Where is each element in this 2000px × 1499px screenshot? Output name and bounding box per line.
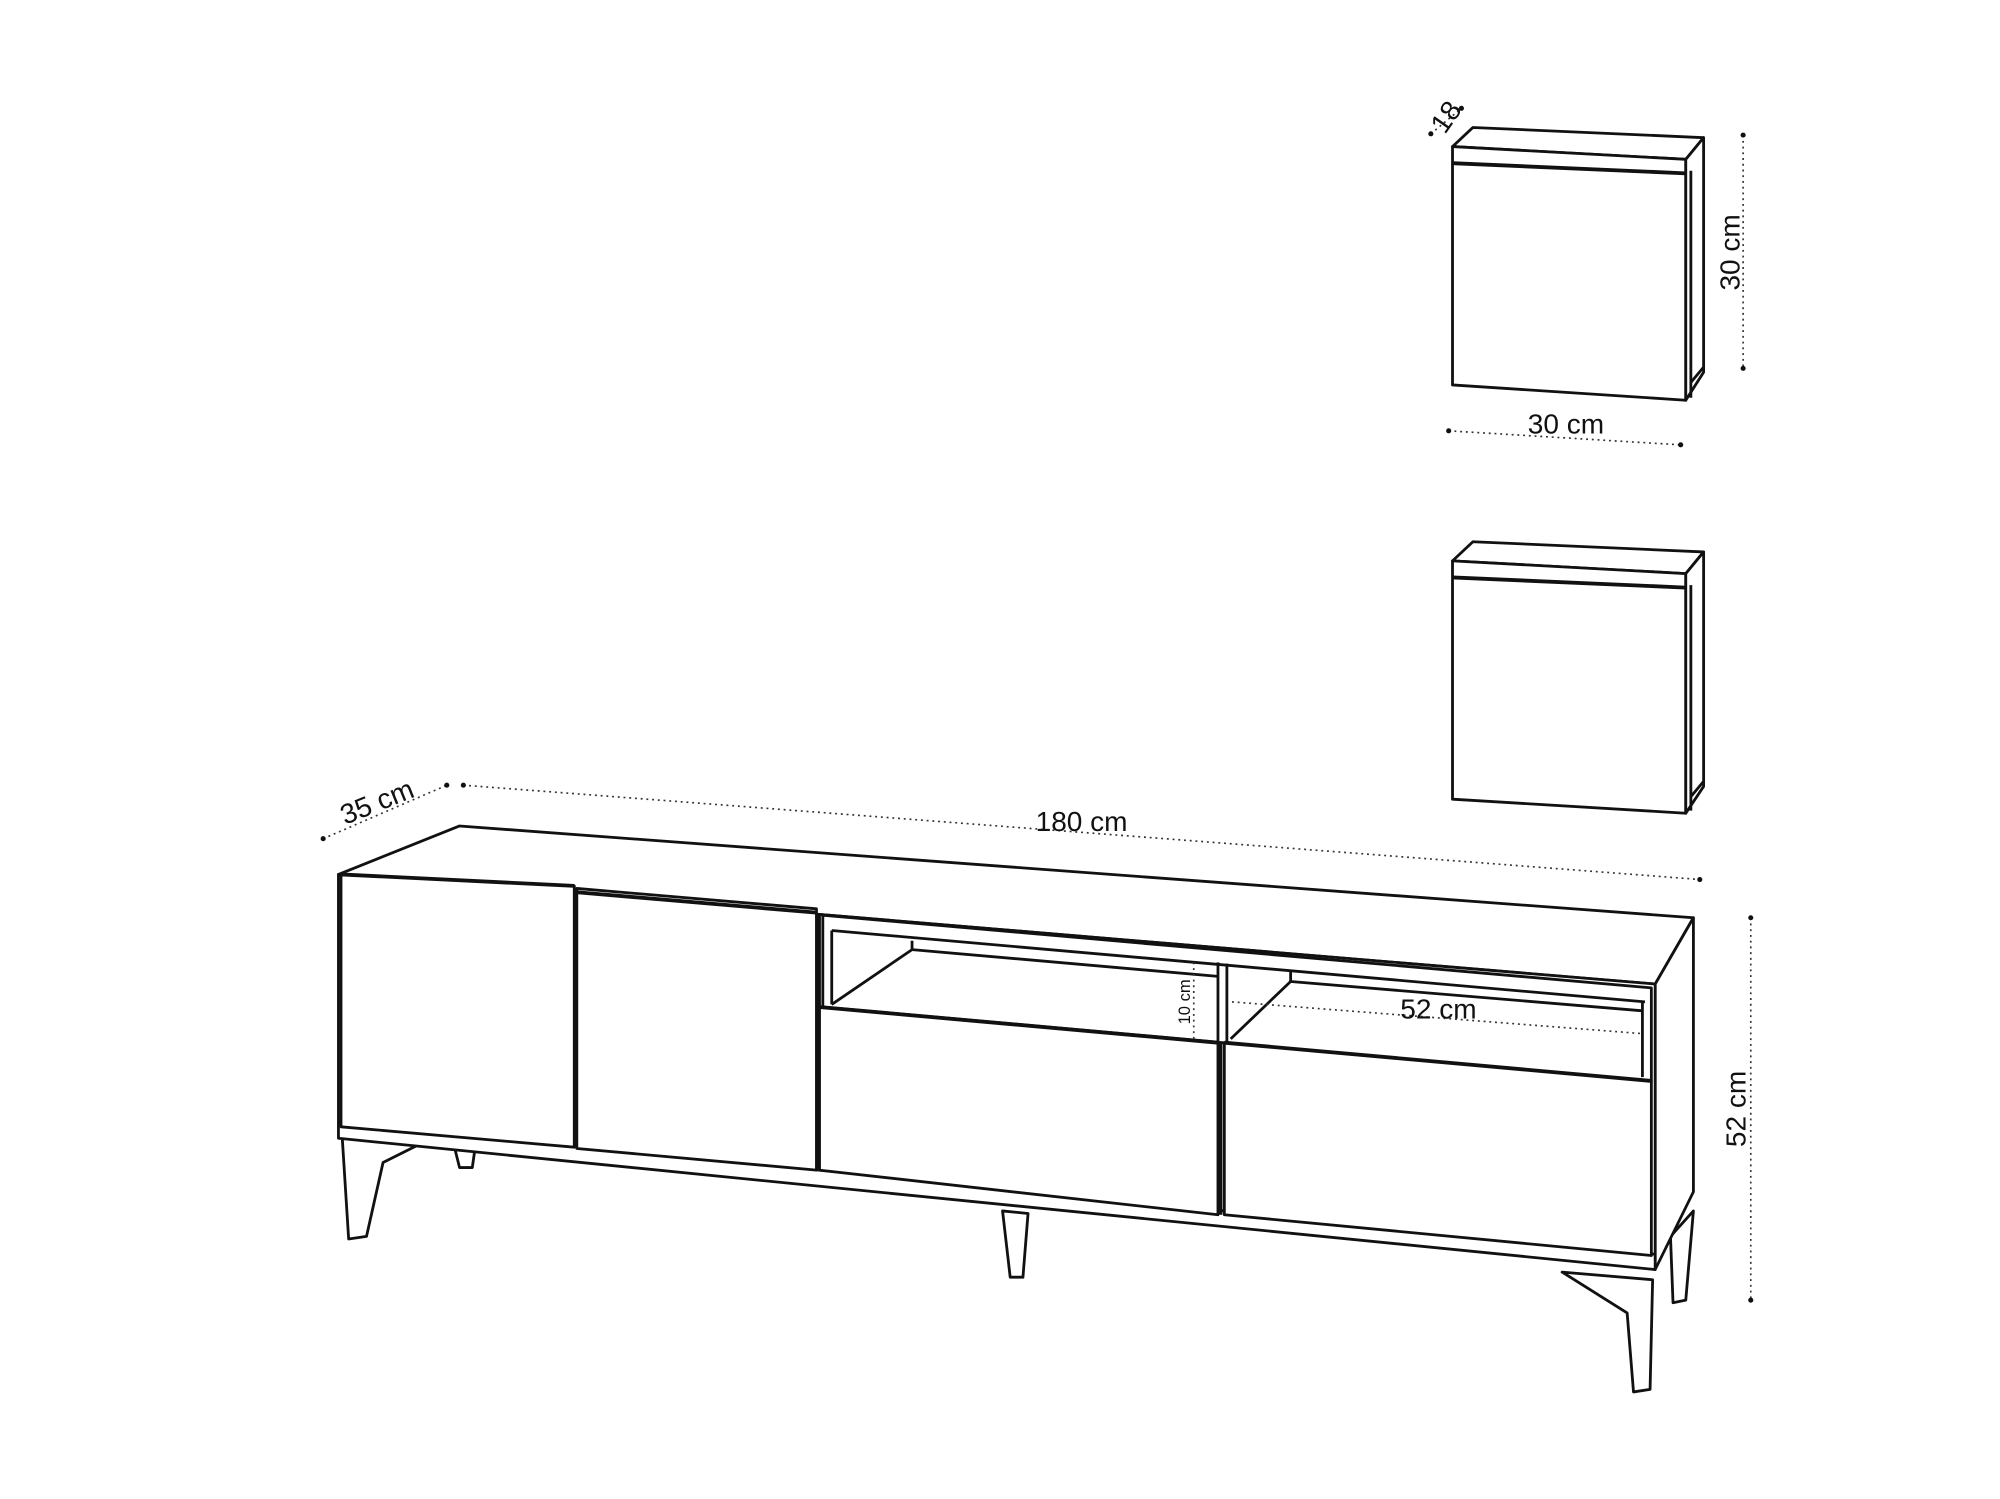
- height-dimension-30: 30 cm: [1714, 132, 1746, 371]
- tv-height-dimension: 52 cm: [1721, 915, 1754, 1303]
- leg-front-right: [1560, 1270, 1655, 1394]
- height-label: 30 cm: [1714, 214, 1745, 290]
- tv-width-label: 180 cm: [1036, 806, 1128, 837]
- tv-width-dimension: 180 cm: [460, 782, 1703, 883]
- depth-dimension-18: 18: [1424, 95, 1467, 138]
- door-second[interactable]: [575, 887, 818, 1172]
- width-dimension-30: 30 cm: [1446, 408, 1684, 448]
- wall-cabinet-top: [1451, 126, 1706, 402]
- tv-height-label: 52 cm: [1721, 1071, 1752, 1147]
- shelf-height-label: 10 cm: [1175, 979, 1194, 1024]
- leg-back-right: [1669, 1209, 1695, 1305]
- wall-cabinet-bottom: [1451, 540, 1706, 815]
- tv-unit: [337, 824, 1695, 1394]
- tv-depth-dimension: 35 cm: [320, 773, 450, 842]
- shelf-height-dimension: 10 cm: [1175, 962, 1195, 1039]
- shelf-width-dimension: 52 cm: [1231, 993, 1644, 1035]
- shelf-width-label: 52 cm: [1400, 993, 1476, 1024]
- tv-depth-label: 35 cm: [336, 773, 418, 830]
- width-label: 30 cm: [1528, 408, 1604, 439]
- leg-front-left: [340, 1136, 423, 1241]
- door-left[interactable]: [339, 873, 576, 1149]
- leg-middle: [1001, 1209, 1030, 1279]
